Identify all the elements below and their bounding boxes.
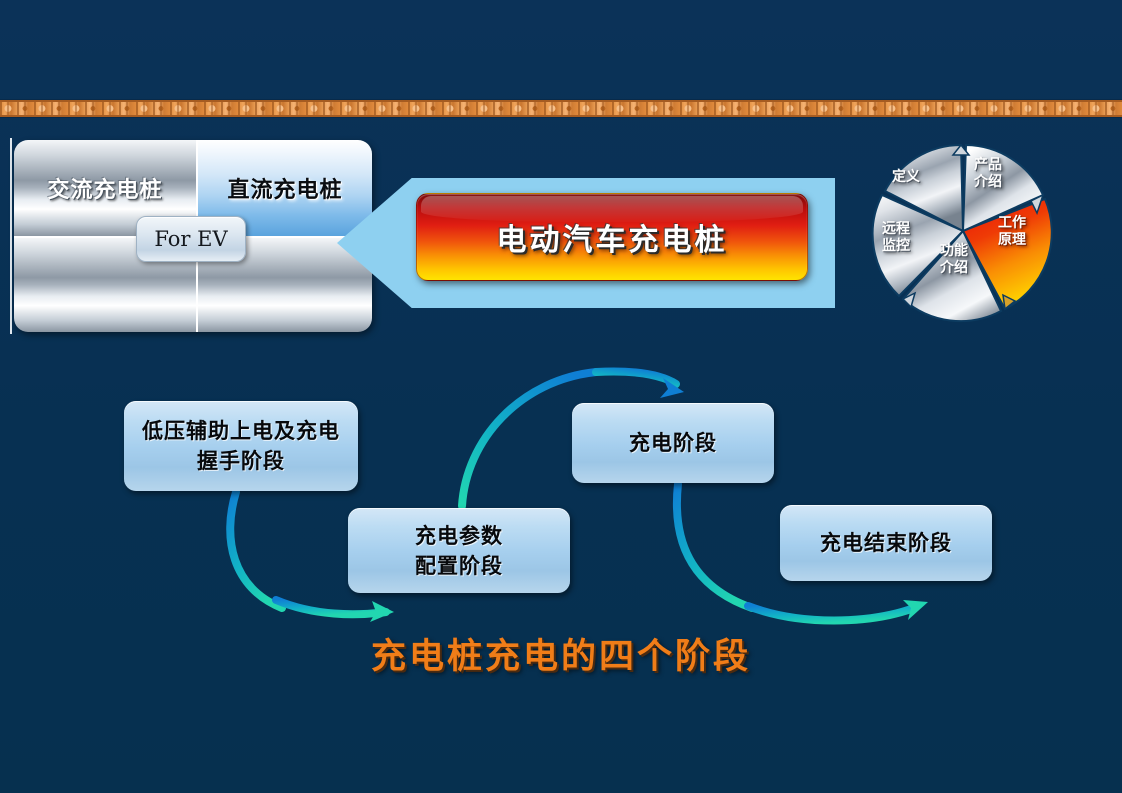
flow-box-stage-1-line1: 低压辅助上电及充电 <box>142 419 340 443</box>
flow-box-stage-4-line1: 充电结束阶段 <box>820 531 952 555</box>
wheel-arrow-bottom-left-icon <box>901 291 917 309</box>
flow-box-stage-3-text: 充电阶段 <box>629 428 717 458</box>
flow-box-stage-2-line2: 配置阶段 <box>415 553 503 578</box>
flow-box-stage-1-text: 低压辅助上电及充电 握手阶段 <box>142 416 340 476</box>
wheel-label-principle-line2: 原理 <box>998 232 1026 248</box>
title-plate: 电动汽车充电桩 <box>416 193 808 281</box>
wheel-arrow-bottom-right-icon <box>1002 293 1017 311</box>
flow-box-stage-4[interactable]: 充电结束阶段 <box>780 505 992 581</box>
comparison-row-bottom <box>14 236 372 332</box>
wheel-label-product-line1: 产品 <box>974 157 1002 173</box>
wheel-label-remote-line1: 远程 <box>882 221 910 237</box>
flow-box-stage-3-line1: 充电阶段 <box>629 431 717 455</box>
wheel-segment-principle[interactable] <box>961 197 1053 311</box>
wheel-label-product-line2: 介绍 <box>974 174 1002 190</box>
wheel-label-define: 定义 <box>877 169 935 186</box>
ornamental-border <box>0 100 1122 117</box>
arrow-head-1-icon <box>370 601 394 622</box>
for-ev-badge: For EV <box>136 216 246 262</box>
wheel-segment-define[interactable] <box>883 143 965 233</box>
cell-dc-charger-label: 直流充电桩 <box>227 178 343 203</box>
for-ev-badge-label: For EV <box>154 227 228 251</box>
flow-box-stage-2-line1: 充电参数 <box>415 523 503 548</box>
wheel-label-product: 产品 介绍 <box>959 157 1017 191</box>
wheel-segment-product[interactable] <box>961 143 1045 233</box>
arrow-stage2-to-stage3-tail <box>592 367 680 388</box>
wheel-label-function: 功能 介绍 <box>925 243 983 277</box>
wheel-label-function-line2: 介绍 <box>940 260 968 276</box>
arrow-stage1-to-stage2 <box>226 488 286 612</box>
flow-box-stage-1[interactable]: 低压辅助上电及充电 握手阶段 <box>124 401 358 491</box>
wheel-label-principle: 工作 原理 <box>983 215 1041 249</box>
flow-box-stage-2[interactable]: 充电参数 配置阶段 <box>348 508 570 593</box>
flow-box-stage-1-line2: 握手阶段 <box>197 449 285 473</box>
ornamental-overlay <box>0 100 1122 117</box>
slide-caption: 充电桩充电的四个阶段 <box>370 637 751 677</box>
topic-wheel-svg <box>871 143 1053 323</box>
wheel-label-function-line1: 功能 <box>940 243 968 259</box>
wheel-arrow-right-icon <box>1029 193 1045 215</box>
wheel-label-principle-line1: 工作 <box>998 215 1026 231</box>
wheel-label-define-line1: 定义 <box>892 169 920 185</box>
arrow-head-3-icon <box>903 600 928 620</box>
arrow-head-2-icon <box>660 378 684 398</box>
wheel-label-remote-line2: 监控 <box>882 238 910 254</box>
ornamental-edge-bottom <box>0 115 1122 117</box>
arrow-stage1-to-stage2-tail <box>272 596 390 619</box>
flow-box-stage-4-text: 充电结束阶段 <box>820 528 952 558</box>
cell-ac-charger-label: 交流充电桩 <box>47 178 163 203</box>
arrow-stage3-to-stage4 <box>672 480 756 612</box>
wheel-segment-remote[interactable] <box>871 193 965 298</box>
flow-box-stage-2-text: 充电参数 配置阶段 <box>415 521 503 581</box>
wheel-label-remote: 远程 监控 <box>867 221 925 255</box>
topic-wheel: 定义 产品 介绍 工作 原理 功能 介绍 远程 监控 <box>865 133 1061 329</box>
arrow-stage3-to-stage4-tail <box>744 602 918 625</box>
page-title: 电动汽车充电桩 <box>496 223 728 258</box>
ornamental-edge-top <box>0 100 1122 102</box>
wheel-arrow-top-icon <box>951 143 971 156</box>
panel-left-rule <box>10 138 12 334</box>
flow-box-stage-3[interactable]: 充电阶段 <box>572 403 774 483</box>
